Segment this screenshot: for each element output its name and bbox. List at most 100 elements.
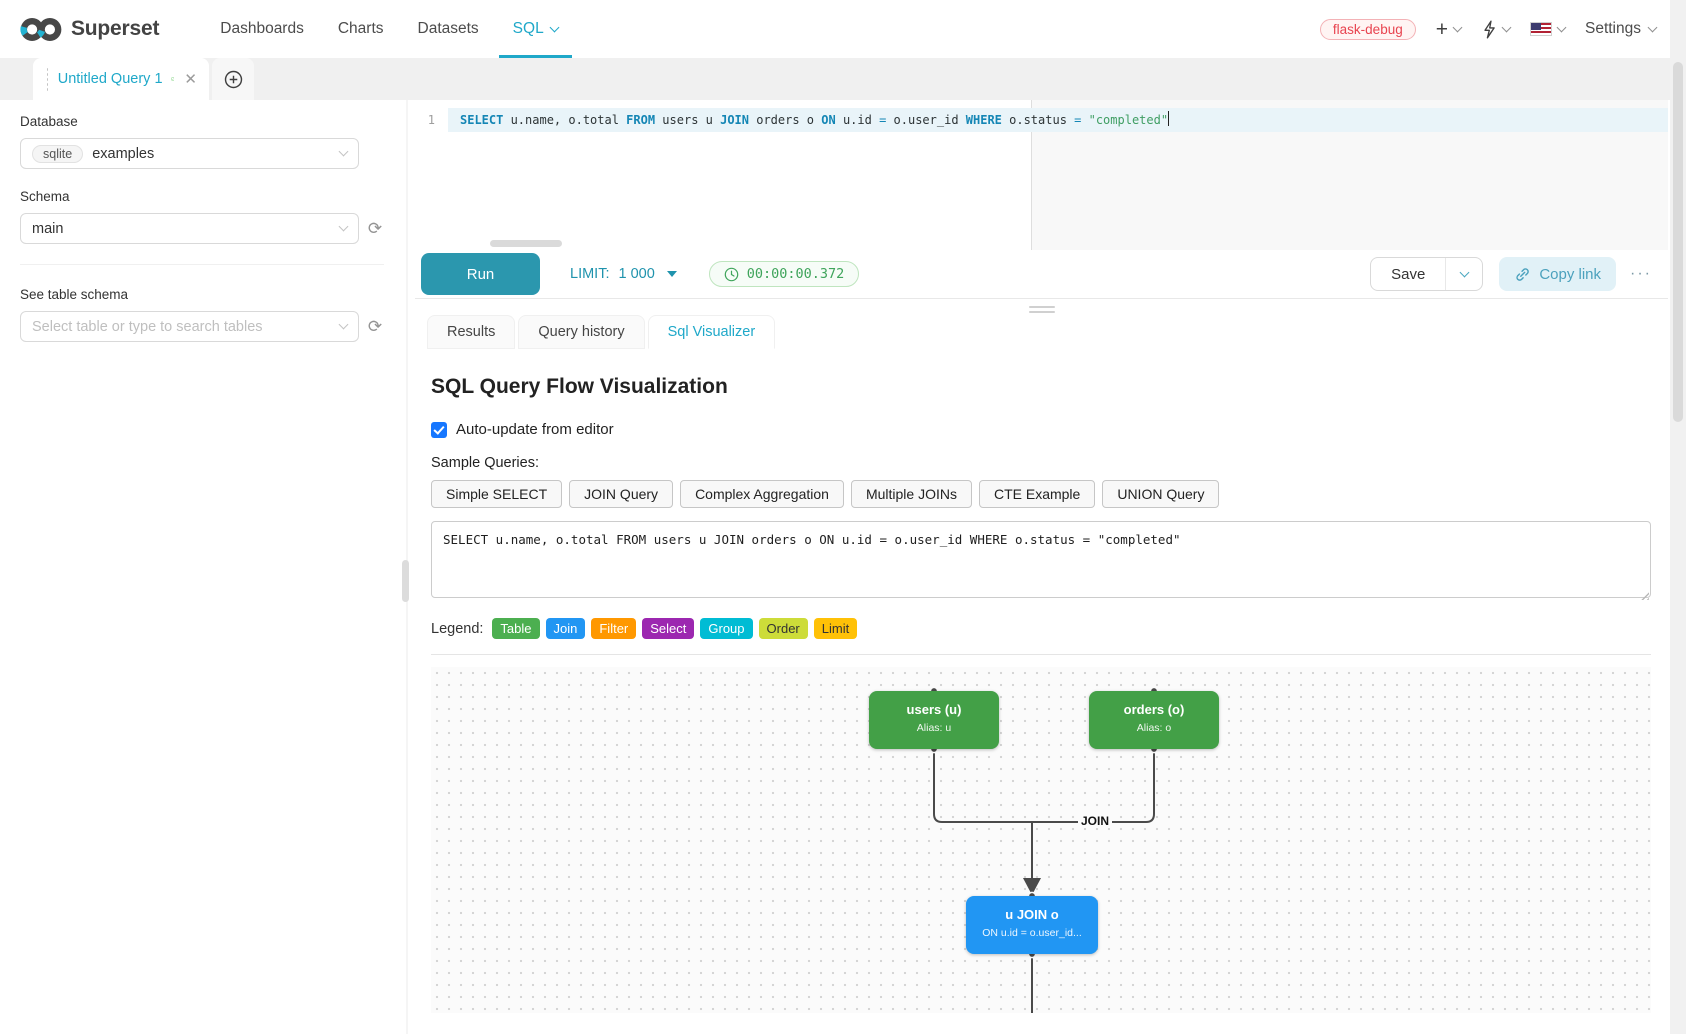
check-circle-icon <box>170 77 175 81</box>
superset-logo[interactable]: Superset <box>20 16 159 43</box>
database-value: examples <box>92 145 155 162</box>
panel-resize-handle[interactable] <box>402 560 409 602</box>
flow-canvas[interactable]: users (u) Alias: u orders (o) Alias: o u… <box>431 667 1651 1013</box>
drag-handle-icon[interactable] <box>47 77 48 81</box>
limit-value: 1 000 <box>618 266 655 282</box>
legend-group-badge: Group <box>700 618 753 639</box>
table-search-input[interactable] <box>32 318 331 335</box>
brand-name: Superset <box>71 17 160 40</box>
sql-editor[interactable]: 1 SELECT u.name, o.total FROM users u JO… <box>415 100 1668 250</box>
pane-drag-handle[interactable] <box>1028 303 1055 316</box>
schema-select[interactable]: main <box>20 213 359 244</box>
limit-dropdown[interactable]: LIMIT: 1 000 <box>570 266 677 282</box>
refresh-schemas-icon[interactable]: ⟳ <box>367 218 383 238</box>
sql-input-textarea[interactable]: SELECT u.name, o.total FROM users u JOIN… <box>431 521 1651 598</box>
editor-hscroll-thumb[interactable] <box>490 240 562 247</box>
auto-update-label: Auto-update from editor <box>456 421 614 438</box>
nav-charts[interactable]: Charts <box>337 20 384 37</box>
plus-circle-icon <box>224 70 242 88</box>
language-menu[interactable] <box>1529 22 1567 36</box>
result-tabs: Results Query history Sql Visualizer <box>427 315 1668 349</box>
legend-table-badge: Table <box>492 618 540 639</box>
sample-query-buttons: Simple SELECT JOIN Query Complex Aggrega… <box>431 480 1651 508</box>
plus-icon: + <box>1435 17 1448 41</box>
nav-sql[interactable]: SQL <box>496 0 575 58</box>
settings-menu[interactable]: Settings <box>1585 20 1658 38</box>
legend: Legend: Table Join Filter Select Group O… <box>431 618 1651 639</box>
sample-join-query-button[interactable]: JOIN Query <box>569 480 674 508</box>
query-tab-title: Untitled Query 1 <box>57 71 163 87</box>
chevron-down-icon <box>1647 22 1658 32</box>
query-tab-untitled[interactable]: Untitled Query 1 ✕ <box>33 58 209 100</box>
chevron-down-icon <box>549 22 560 32</box>
sample-simple-select-button[interactable]: Simple SELECT <box>431 480 563 508</box>
more-options-button[interactable]: ··· <box>1630 265 1652 282</box>
sample-union-query-button[interactable]: UNION Query <box>1102 480 1220 508</box>
tab-sql-visualizer[interactable]: Sql Visualizer <box>647 315 776 349</box>
nav-datasets[interactable]: Datasets <box>417 20 479 37</box>
tab-query-history[interactable]: Query history <box>518 315 645 349</box>
schema-value: main <box>32 220 64 237</box>
header-right: flask-debug + Settings <box>1319 17 1658 41</box>
sample-complex-aggregation-button[interactable]: Complex Aggregation <box>680 480 844 508</box>
table-select[interactable] <box>20 311 359 342</box>
sample-cte-example-button[interactable]: CTE Example <box>978 480 1096 508</box>
app-header: Superset Dashboards Charts Datasets SQL … <box>0 0 1686 58</box>
flow-edges <box>929 686 1159 1013</box>
page-scrollbar[interactable] <box>1670 0 1686 1034</box>
sql-code-line[interactable]: SELECT u.name, o.total FROM users u JOIN… <box>460 111 1170 127</box>
chevron-down-icon <box>338 146 349 157</box>
chevron-down-icon <box>338 319 349 330</box>
environment-tag: flask-debug <box>1319 18 1416 40</box>
schema-label: Schema <box>20 189 70 204</box>
page-title: SQL Query Flow Visualization <box>431 375 728 398</box>
add-tab-button[interactable] <box>212 58 254 100</box>
sample-multiple-joins-button[interactable]: Multiple JOINs <box>850 480 972 508</box>
save-split-button: Save <box>1370 257 1484 291</box>
sample-queries-label: Sample Queries: <box>431 455 539 471</box>
table-schema-label: See table schema <box>20 287 129 302</box>
line-number: 1 <box>427 113 435 127</box>
visualizer-panel: SQL Query Flow Visualization Auto-update… <box>415 349 1668 1013</box>
superset-infinity-icon <box>20 17 62 41</box>
chevron-down-icon <box>1452 22 1463 32</box>
new-item-menu[interactable]: + <box>1435 17 1463 41</box>
node-join[interactable]: u JOIN o ON u.id = o.user_id... <box>966 896 1098 954</box>
legend-filter-badge: Filter <box>591 618 637 639</box>
close-tab-icon[interactable]: ✕ <box>184 71 197 88</box>
database-label: Database <box>20 114 78 129</box>
legend-join-badge: Join <box>545 618 586 639</box>
node-orders-table[interactable]: orders (o) Alias: o <box>1089 691 1219 749</box>
sql-toolbar: Run LIMIT: 1 000 00:00:00.372 Save Copy … <box>415 250 1668 298</box>
sql-textarea-wrap: SELECT u.name, o.total FROM users u JOIN… <box>431 521 1651 603</box>
chevron-down-icon <box>338 221 349 232</box>
run-button[interactable]: Run <box>421 253 540 295</box>
auto-update-checkbox[interactable] <box>431 421 447 438</box>
clock-icon <box>724 267 739 281</box>
save-options-button[interactable] <box>1445 258 1482 290</box>
copy-link-button[interactable]: Copy link <box>1499 257 1617 291</box>
legend-label: Legend: <box>431 620 484 637</box>
database-engine-badge: sqlite <box>32 144 84 163</box>
link-icon <box>1516 267 1530 281</box>
text-cursor <box>1168 111 1170 126</box>
active-line-highlight <box>448 108 1668 132</box>
print-margin-region <box>1031 100 1668 250</box>
node-users-table[interactable]: users (u) Alias: u <box>869 691 999 749</box>
lightning-icon <box>1484 20 1495 38</box>
chevron-down-icon <box>1459 267 1470 277</box>
refresh-tables-icon[interactable]: ⟳ <box>367 316 383 336</box>
nav-dashboards[interactable]: Dashboards <box>220 20 304 37</box>
elapsed-time: 00:00:00.372 <box>746 266 845 282</box>
chevron-down-icon <box>1501 22 1512 32</box>
tab-results[interactable]: Results <box>427 315 516 349</box>
query-search-menu[interactable] <box>1481 20 1512 39</box>
save-button[interactable]: Save <box>1391 265 1426 283</box>
database-select[interactable]: sqlite examples <box>20 138 359 169</box>
legend-limit-badge: Limit <box>813 618 858 639</box>
us-flag-icon <box>1529 22 1552 36</box>
legend-select-badge: Select <box>642 618 695 639</box>
query-timer: 00:00:00.372 <box>708 261 860 287</box>
page-scrollbar-thumb[interactable] <box>1673 62 1683 422</box>
sidebar-divider <box>20 264 384 265</box>
